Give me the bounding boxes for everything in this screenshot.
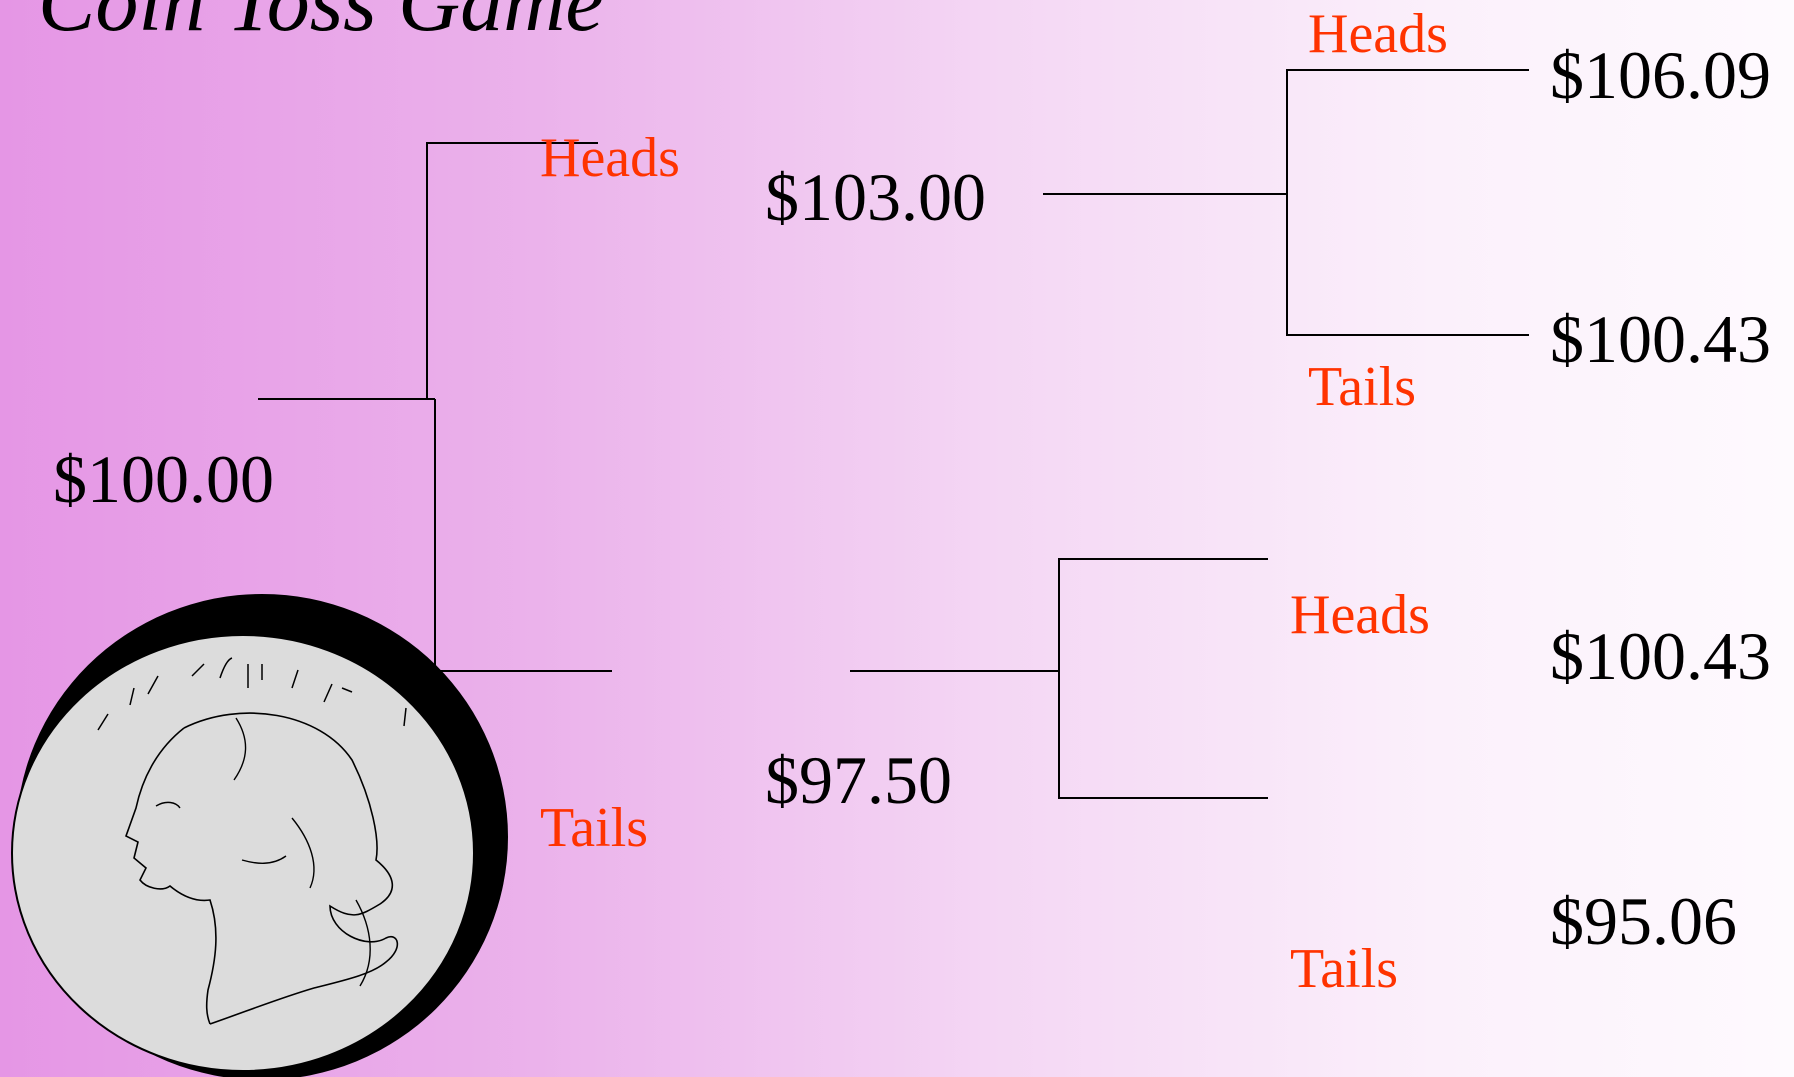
final-value-heads-tails: $100.43: [1550, 301, 1771, 377]
round2-upper-branches: [1043, 70, 1529, 335]
round1-tails-value: $97.50: [765, 742, 952, 818]
round2-lower-heads-label: Heads: [1290, 584, 1430, 646]
round2-upper-heads-label: Heads: [1308, 3, 1448, 65]
round2-upper-tails-label: Tails: [1308, 356, 1416, 418]
round1-heads-value: $103.00: [765, 159, 986, 235]
round1-branches: [258, 143, 612, 671]
final-value-tails-tails: $95.06: [1550, 883, 1737, 959]
final-value-heads-heads: $106.09: [1550, 37, 1771, 113]
final-value-tails-heads: $100.43: [1550, 618, 1771, 694]
quarter-coin-icon: [12, 594, 508, 1077]
round1-heads-label: Heads: [540, 127, 680, 189]
round2-lower-tails-label: Tails: [1290, 938, 1398, 1000]
round1-tails-label: Tails: [540, 797, 648, 859]
page-title: Coin Toss Game: [38, 0, 604, 49]
start-value: $100.00: [53, 441, 274, 517]
